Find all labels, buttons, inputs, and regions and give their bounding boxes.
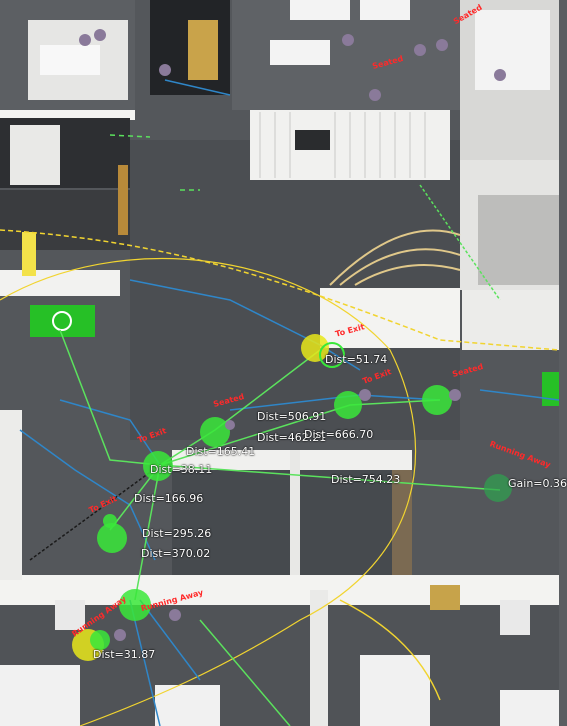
- agent-marker: [301, 334, 329, 362]
- agent-marker: [103, 514, 117, 528]
- agent-marker: [97, 523, 127, 553]
- agents: [72, 334, 512, 661]
- path-black: [29, 464, 161, 561]
- path-yellow-arc: [0, 257, 417, 726]
- desk: [0, 665, 80, 726]
- agent-marker: [484, 474, 512, 502]
- path-yellow: [0, 229, 560, 351]
- distance-label: Dist=754.23: [331, 473, 401, 486]
- wall-bottom: [0, 575, 559, 605]
- path-blue: [139, 599, 201, 681]
- distance-label: Dist=51.74: [325, 353, 388, 366]
- wall-vertical-bottom: [310, 590, 328, 726]
- distance-label: Dist=38.11: [150, 463, 213, 476]
- desk-cluster: [475, 10, 550, 90]
- person: [79, 34, 91, 46]
- room-right-lower: [462, 290, 559, 350]
- person: [169, 609, 181, 621]
- desk: [290, 0, 350, 20]
- agent-marker: [422, 385, 452, 415]
- desk: [360, 0, 410, 20]
- distance-label: Dist=165.41: [186, 445, 256, 458]
- room-right-inner: [478, 195, 559, 285]
- path-blue: [59, 399, 161, 466]
- path-blue: [164, 79, 231, 96]
- room-top-right-floor: [232, 0, 472, 110]
- wall-panel: [10, 125, 60, 185]
- path-yellow: [339, 599, 441, 701]
- people: [79, 29, 506, 641]
- person: [359, 389, 371, 401]
- agent-marker: [119, 589, 151, 621]
- room-right-mid-wall: [320, 288, 460, 348]
- person: [114, 629, 126, 641]
- room-dark-lower: [0, 190, 130, 250]
- desk: [500, 690, 559, 726]
- central-room-divider: [290, 450, 300, 580]
- sink: [500, 600, 530, 635]
- path-green: [134, 464, 161, 601]
- door-bottom: [430, 585, 460, 610]
- desk: [360, 655, 430, 726]
- path-green: [159, 464, 501, 491]
- person: [159, 64, 171, 76]
- path-green: [199, 619, 291, 726]
- path-green: [109, 134, 151, 138]
- agent-marker: [200, 417, 230, 447]
- stairs-arc: [339, 248, 461, 286]
- distance-label: Dist=295.26: [142, 527, 212, 540]
- stairs-arc: [329, 229, 461, 286]
- person: [94, 29, 106, 41]
- screen: [295, 130, 330, 150]
- gain-label: Gain=0.36: [508, 477, 567, 490]
- distance-label: Dist=666.70: [304, 428, 374, 441]
- person: [225, 420, 235, 430]
- person: [449, 389, 461, 401]
- person: [414, 44, 426, 56]
- exit-sign-right: [542, 372, 559, 406]
- exit-sign-icon: [52, 311, 72, 331]
- path-blue: [129, 279, 361, 371]
- path-blue: [19, 429, 156, 561]
- path-blue: [479, 389, 560, 401]
- agent-marker: [334, 391, 362, 419]
- bottom-rooms-floor: [0, 605, 559, 726]
- yellow-marker: [22, 232, 36, 276]
- agent-marker: [143, 451, 173, 481]
- person: [436, 39, 448, 51]
- door-right: [392, 470, 412, 580]
- sink: [55, 600, 85, 630]
- person: [342, 34, 354, 46]
- door-top-center: [188, 20, 218, 80]
- distance-label: Dist=370.02: [141, 547, 211, 560]
- door: [118, 165, 128, 235]
- person: [369, 89, 381, 101]
- person: [494, 69, 506, 81]
- wall: [0, 110, 135, 120]
- glass-wall-mullions: [259, 112, 426, 178]
- distance-label: Dist=31.87: [93, 648, 156, 661]
- distance-label: Dist=506.91: [257, 410, 327, 423]
- path-green: [419, 184, 501, 301]
- stairs-arc: [354, 264, 461, 286]
- desk: [40, 45, 100, 75]
- agent-marker: [319, 342, 345, 368]
- agent-marker: [90, 630, 110, 650]
- exit-sign: [30, 305, 95, 337]
- wall-left: [0, 410, 22, 580]
- desk: [270, 40, 330, 65]
- distance-label: Dist=166.96: [134, 492, 204, 505]
- distance-label: Dist=462.21: [257, 431, 327, 444]
